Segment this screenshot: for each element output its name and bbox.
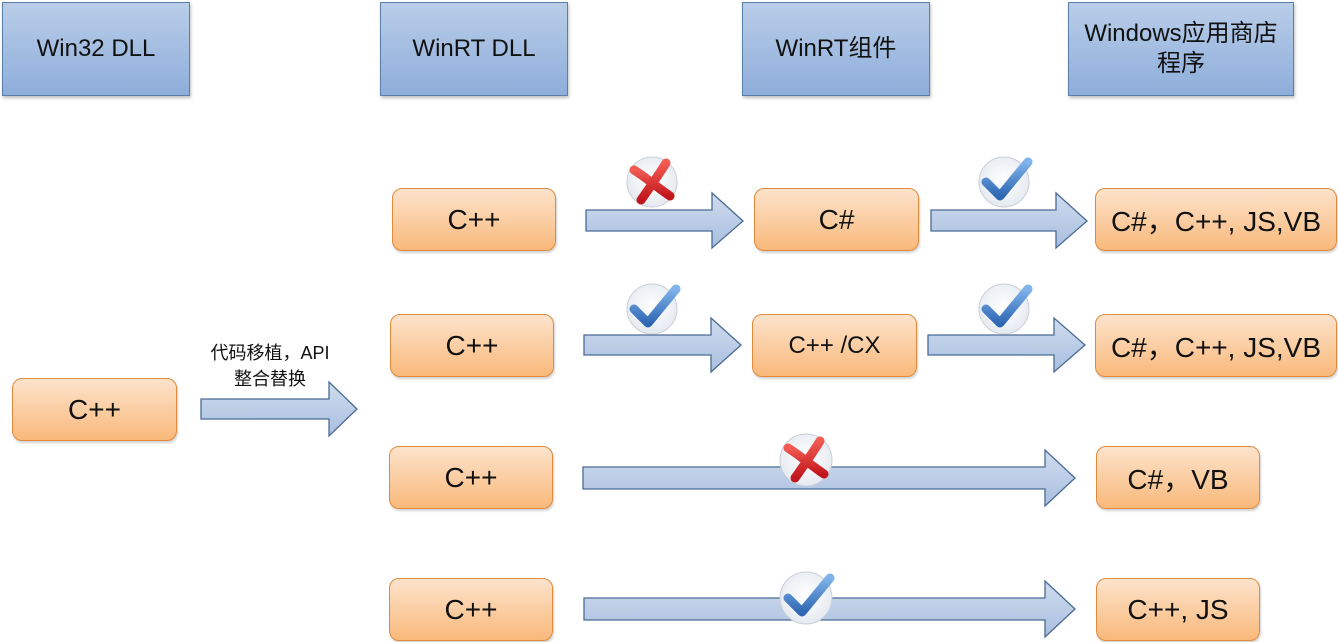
row1-dll-box: C++ [392,188,556,251]
header-winrt-dll: WinRT DLL [380,2,568,96]
port-arrow-label: 代码移植，API 整合替换 [210,343,330,390]
row4-dll-box: C++ [389,578,553,641]
row2-target-box: C#，C++, JS,VB [1095,314,1337,377]
row2-component-box: C++ /CX [752,314,917,377]
check-icon [978,156,1033,208]
header-store-app: Windows应用商店 程序 [1068,2,1294,96]
row4-target-box: C++, JS [1096,578,1260,641]
row1-arrow-component-to-app [930,191,1088,250]
row1-arrow-dll-to-component [585,191,744,250]
port-arrow [200,380,358,438]
row3-arrow-direct [582,448,1076,508]
row1-target-box: C#，C++, JS,VB [1095,188,1337,251]
cross-icon [779,433,833,487]
row2-arrow-component-to-app [927,316,1086,374]
header-winrt-component: WinRT组件 [742,2,930,96]
check-icon [626,283,681,335]
check-icon [779,571,835,625]
row3-target-box: C#，VB [1096,446,1260,509]
row2-dll-box: C++ [390,314,554,377]
source-cpp-box: C++ [12,378,177,441]
row1-component-box: C# [754,188,919,251]
check-icon [978,283,1033,335]
cross-icon [626,156,678,208]
row2-arrow-dll-to-component [583,316,742,374]
header-win32-dll: Win32 DLL [2,2,190,96]
row3-dll-box: C++ [389,446,553,509]
